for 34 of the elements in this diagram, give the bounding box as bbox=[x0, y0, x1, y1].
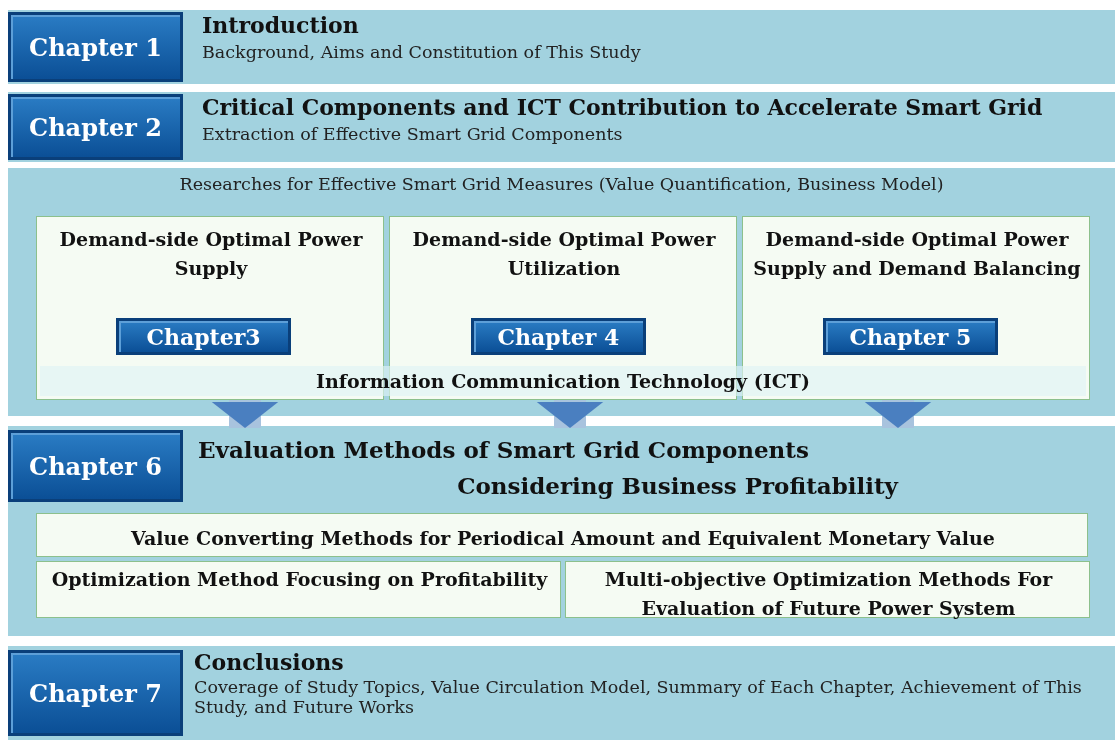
topic-title: Multi-objective Optimization Methods For Evaluation of Future Power System bbox=[603, 567, 1054, 621]
chapter-badge: Chapter 7 bbox=[8, 650, 183, 736]
chapter-title: Conclusions bbox=[194, 649, 345, 675]
chapter-description: Extraction of Effective Smart Grid Components bbox=[202, 124, 624, 144]
topic-title: Demand-side Optimal Power Utilization bbox=[411, 227, 717, 281]
section-heading: Researches for Effective Smart Grid Measures (Value Quantification, Business Model) bbox=[178, 174, 945, 194]
chapter-badge: Chapter 1 bbox=[8, 12, 183, 82]
topic-title: Demand-side Optimal Power Supply bbox=[58, 227, 364, 281]
topic-title: Optimization Method Focusing on Profitability bbox=[50, 567, 549, 592]
chapter-badge: Chapter 6 bbox=[8, 430, 183, 502]
chapter-band bbox=[8, 168, 1115, 416]
chapter-badge: Chapter 2 bbox=[8, 94, 183, 160]
chapter-title: Evaluation Methods of Smart Grid Components Considering Business Profitability bbox=[198, 435, 898, 501]
topic-box bbox=[565, 561, 1090, 618]
topic-title: Demand-side Optimal Power Supply and Demand Balancing bbox=[753, 227, 1081, 281]
ict-band bbox=[40, 366, 1086, 396]
chapter-description: Background, Aims and Constitution of This Study bbox=[202, 42, 642, 62]
chapter-band bbox=[8, 646, 1115, 740]
chapter-title: Critical Components and ICT Contribution to Accelerate Smart Grid bbox=[202, 94, 1044, 120]
block-arrow bbox=[211, 400, 279, 428]
chapter-description: Coverage of Study Topics, Value Circulation Model, Summary of Each Chapter, Achievement of This Study, and Future Works bbox=[194, 677, 1083, 717]
chapter-title: Introduction bbox=[202, 12, 360, 38]
topic-box bbox=[36, 513, 1088, 557]
chapter-band bbox=[8, 426, 1115, 636]
chapter-badge: Chapter 4 bbox=[471, 318, 646, 355]
block-arrow bbox=[536, 400, 604, 428]
chapter-band bbox=[8, 92, 1115, 162]
band-label: Information Communication Technology (ICT) bbox=[316, 370, 810, 392]
topic-title: Value Converting Methods for Periodical Amount and Equivalent Monetary Value bbox=[130, 526, 996, 551]
block-arrow bbox=[864, 400, 932, 428]
chapter-badge: Chapter3 bbox=[116, 318, 291, 355]
topic-box bbox=[36, 561, 561, 618]
chapter-band bbox=[8, 10, 1115, 84]
chapter-badge: Chapter 5 bbox=[823, 318, 998, 355]
